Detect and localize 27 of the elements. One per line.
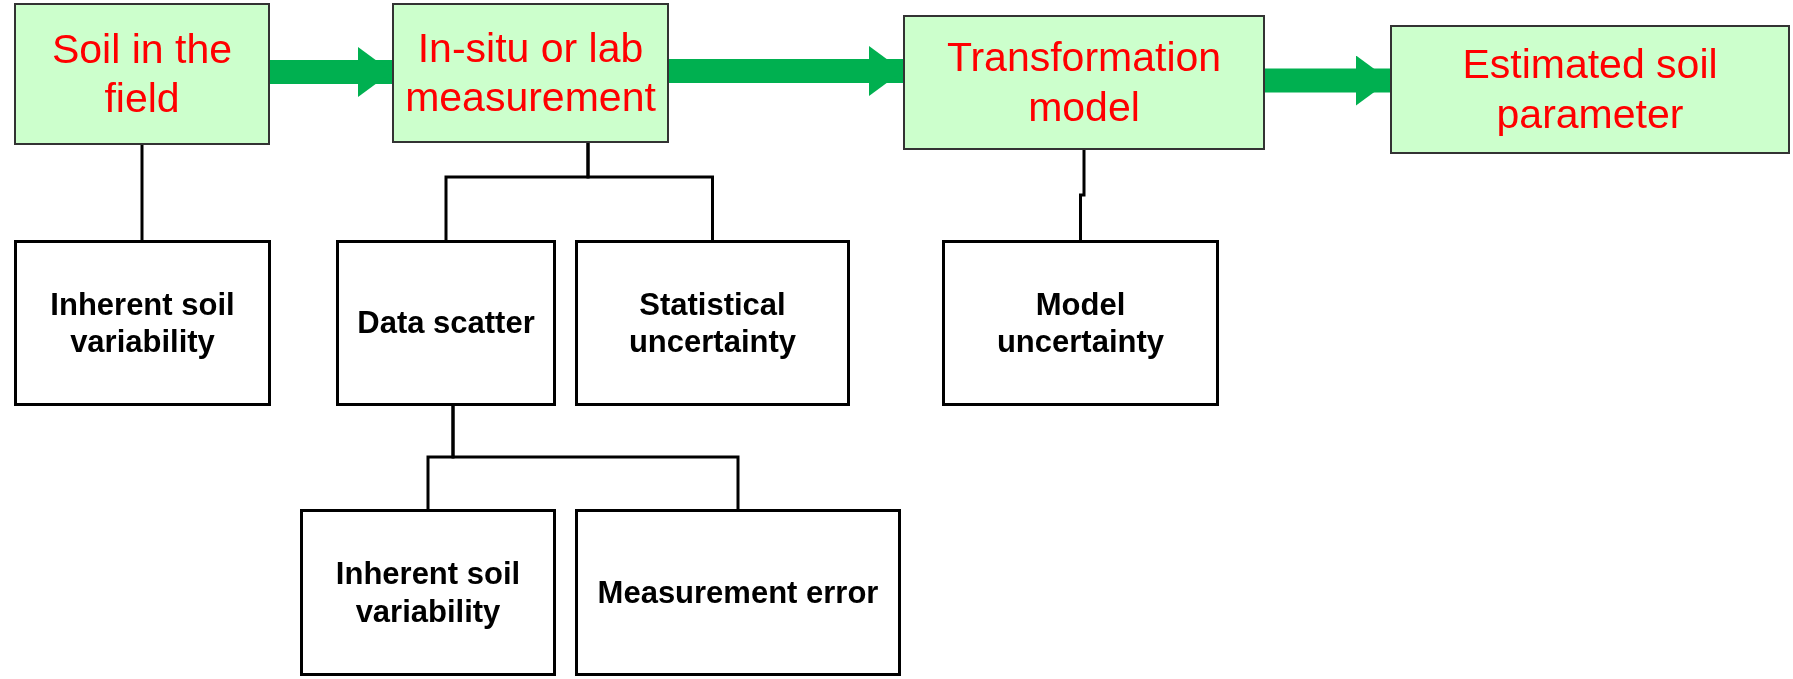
factor-box	[575, 509, 901, 676]
box-label: Soil in the field	[50, 24, 234, 123]
process-box	[392, 3, 669, 143]
box-label: Data scatter	[357, 304, 535, 342]
process-box	[903, 15, 1265, 150]
box-label: Inherent soil variability	[49, 285, 236, 361]
box-label: Transformation model	[945, 33, 1223, 132]
factor-box	[336, 240, 556, 406]
connector-line	[1079, 150, 1086, 240]
connector-line	[451, 406, 740, 509]
factor-box	[575, 240, 850, 406]
block-arrow	[1265, 55, 1390, 106]
box-label: Inherent soil variability	[334, 555, 522, 630]
process-box	[14, 3, 270, 145]
connector-line	[140, 145, 144, 240]
process-box	[1390, 25, 1790, 154]
factor-box	[942, 240, 1219, 406]
box-label: In-situ or lab measurement	[404, 23, 657, 122]
factor-box	[300, 509, 556, 676]
box-label: Measurement error	[597, 573, 879, 612]
box-label: Statistical uncertainty	[627, 285, 798, 361]
box-label: Estimated soil parameter	[1461, 40, 1719, 139]
block-arrow	[270, 47, 392, 97]
factor-box	[14, 240, 271, 406]
block-arrow	[669, 46, 903, 96]
box-label: Model uncertainty	[995, 285, 1166, 361]
connector-line	[586, 143, 714, 240]
